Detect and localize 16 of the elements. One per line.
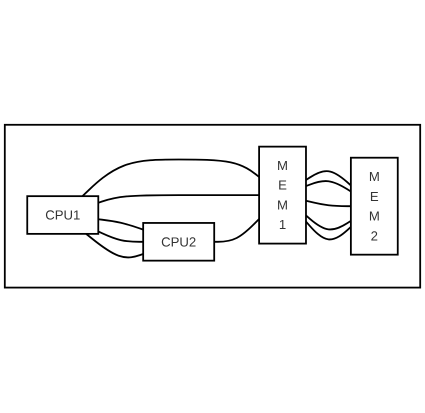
connector [98, 230, 144, 243]
connector [306, 200, 351, 208]
connector [98, 194, 260, 204]
node-box: CPU1 [26, 196, 100, 236]
cluster [4, 124, 422, 289]
connector [306, 180, 352, 193]
node-box: M E M 1 [258, 146, 307, 245]
node-box: M E M 2 [350, 157, 399, 256]
connector [305, 215, 352, 231]
connector [82, 158, 260, 198]
connector [306, 170, 352, 186]
connector [214, 218, 260, 243]
connector [305, 221, 352, 241]
node-box: CPU2 [142, 222, 216, 262]
connector [86, 233, 144, 259]
connector [98, 218, 144, 231]
